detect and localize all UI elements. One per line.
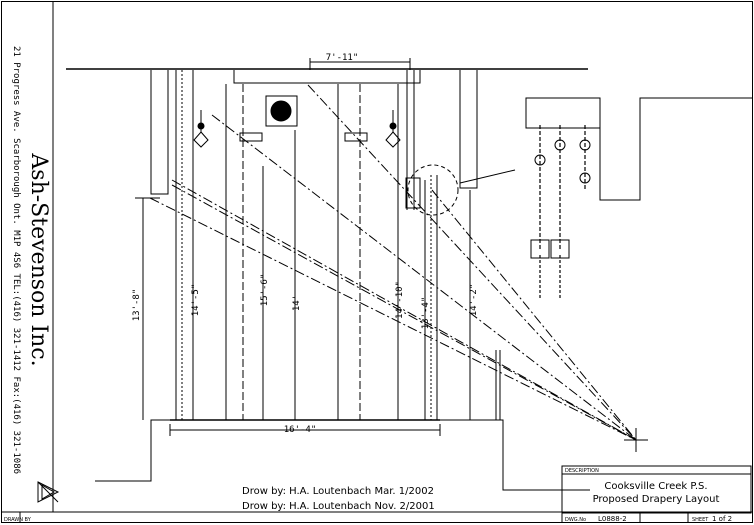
- detail-track: [525, 97, 601, 129]
- speaker-cone: [270, 100, 292, 122]
- center-beam: [233, 70, 421, 84]
- light-bar-left: [239, 132, 263, 142]
- detail-clamp-1: [530, 239, 550, 259]
- dwg-number: L0888-2: [598, 515, 627, 523]
- dimension-14-10: 14'-10": [395, 281, 405, 319]
- sight-lines: [149, 84, 637, 441]
- drawn-by-label: DRAWN BY: [4, 517, 32, 523]
- dimension-14-2: 14'-2": [469, 284, 479, 317]
- detail-ring-2: [554, 139, 566, 151]
- dimension-15-6: 15'-6": [260, 274, 270, 307]
- dimension-top-width: 7'-11": [326, 53, 359, 63]
- light-bar-right: [344, 132, 368, 142]
- company-name: Ash-Stevenson Inc.: [26, 152, 51, 366]
- corner-arrow-mark: [37, 481, 60, 503]
- detail-ring-4: [579, 172, 591, 184]
- speaker-box: [265, 95, 298, 127]
- dimension-14-5: 14'-5": [191, 284, 201, 317]
- dimension-13-4: 13'-4": [421, 297, 431, 330]
- detail-clamp-2: [550, 239, 570, 259]
- dwg-label: DWG.No: [565, 517, 586, 523]
- hanger-diamond-right: [385, 131, 401, 148]
- detail-ring-3: [579, 139, 591, 151]
- detail-callout-circle: [407, 164, 459, 216]
- drape-box-right: [405, 177, 421, 209]
- sheet-label: SHEET: [692, 517, 709, 523]
- title-subtitle: Proposed Drapery Layout: [593, 494, 720, 505]
- title-project: Cooksville Creek P.S.: [604, 481, 707, 492]
- right-wall: [459, 70, 478, 189]
- corner-arrow-hatch: [37, 481, 59, 503]
- drawn-by-line-2: Drow by: H.A. Loutenbach Nov. 2/2001: [242, 501, 435, 512]
- dimension-13-8: 13'-8": [132, 289, 142, 322]
- title-description-label: DESCRIPTION: [565, 468, 599, 474]
- dimension-bottom-width: 16'-4": [284, 425, 317, 435]
- hanger-diamond-left: [193, 131, 209, 148]
- left-wall: [150, 70, 169, 195]
- sheet-value: 1 of 2: [712, 515, 732, 523]
- corner-arrow-inner: [41, 484, 55, 500]
- title-block: [561, 465, 752, 514]
- company-address: 21 Progress Ave. Scarborough Ont. M1P 4S…: [11, 46, 21, 474]
- drawn-by-line-1: Drow by: H.A. Loutenbach Mar. 1/2002: [242, 486, 434, 497]
- detail-chains: [539, 125, 586, 300]
- dimension-14: 14': [292, 295, 302, 311]
- detail-ring-1: [534, 154, 546, 166]
- detail-leader: [459, 169, 516, 184]
